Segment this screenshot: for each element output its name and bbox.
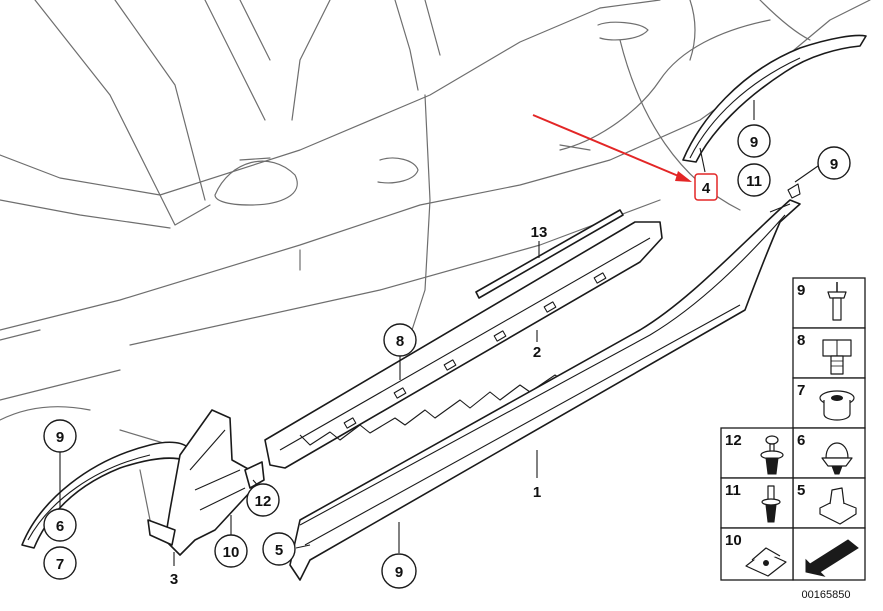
legend-cell-12[interactable]: 12 — [720, 427, 794, 479]
callout-label: 2 — [533, 344, 541, 361]
callout-part-12[interactable]: 12 — [246, 483, 280, 517]
callout-label: 9 — [56, 429, 64, 446]
callout-label: 11 — [746, 173, 762, 190]
legend-cell-arrow — [792, 527, 866, 581]
legend-number: 8 — [797, 332, 805, 349]
callout-label: 9 — [830, 156, 838, 173]
callout-part-8[interactable]: 8 — [383, 323, 417, 357]
callout-label: 6 — [56, 518, 64, 535]
callout-part-4[interactable]: 4 — [694, 173, 718, 201]
push-rivet-icon — [761, 485, 781, 523]
label-part-13[interactable]: 13 — [531, 224, 548, 241]
trim-strip — [475, 209, 624, 299]
legend-cell-7[interactable]: 7 — [792, 377, 866, 429]
legend-number: 9 — [797, 282, 805, 299]
callout-part-11-rear-arch[interactable]: 11 — [737, 163, 771, 197]
callout-part-9-bottom[interactable]: 9 — [381, 553, 417, 589]
car-body-outline — [0, 0, 871, 546]
label-part-1[interactable]: 1 — [533, 484, 541, 501]
label-part-2[interactable]: 2 — [533, 344, 541, 361]
callout-label: 7 — [56, 556, 64, 573]
direction-arrow-icon — [805, 539, 859, 577]
legend-cell-10[interactable]: 10 — [720, 527, 794, 581]
callout-part-10[interactable]: 10 — [214, 534, 248, 568]
highlight-arrow — [532, 114, 692, 182]
legend-cell-6[interactable]: 6 — [792, 427, 866, 479]
callout-label: 4 — [702, 180, 711, 197]
callout-part-5[interactable]: 5 — [262, 532, 296, 566]
rubber-grommet-icon — [821, 442, 853, 475]
callout-label: 12 — [255, 493, 272, 510]
legend-number: 11 — [725, 482, 741, 499]
callout-label: 9 — [750, 134, 758, 151]
callout-part-9-rear-arch[interactable]: 9 — [737, 124, 771, 158]
rear-wheel-arch-trim — [682, 34, 867, 163]
callout-label: 13 — [531, 224, 548, 241]
label-part-3[interactable]: 3 — [170, 571, 178, 588]
diagram-id: 00165850 — [802, 589, 851, 601]
hex-bolt-icon — [822, 339, 852, 375]
expansion-nut-icon — [819, 390, 855, 421]
legend-number: 7 — [797, 382, 805, 399]
callout-part-6[interactable]: 6 — [43, 508, 77, 542]
callout-label: 1 — [533, 484, 541, 501]
clip-nut-icon — [819, 487, 857, 525]
legend-number: 10 — [725, 532, 742, 549]
side-sill-panel — [289, 183, 801, 581]
legend-number: 6 — [797, 432, 805, 449]
callout-part-9-rear-end[interactable]: 9 — [817, 146, 851, 180]
callout-label: 8 — [396, 333, 404, 350]
legend-cell-9[interactable]: 9 — [792, 277, 866, 329]
legend-cell-11[interactable]: 11 — [720, 477, 794, 529]
legend-cell-8[interactable]: 8 — [792, 327, 866, 379]
front-bracket-assembly — [147, 409, 265, 556]
spring-nut-icon — [745, 547, 787, 577]
callout-label: 9 — [395, 564, 403, 581]
fastener-legend: 9 8 7 — [720, 277, 866, 581]
callout-label: 10 — [223, 544, 240, 561]
callout-part-9-front-arch[interactable]: 9 — [43, 419, 77, 453]
callout-label: 3 — [170, 571, 178, 588]
callout-part-7[interactable]: 7 — [43, 546, 77, 580]
blind-rivet-icon — [827, 282, 847, 321]
expanding-rivet-icon — [760, 435, 784, 475]
callout-label: 5 — [275, 542, 283, 559]
legend-number: 12 — [725, 432, 742, 449]
legend-number: 5 — [797, 482, 805, 499]
legend-cell-5[interactable]: 5 — [792, 477, 866, 529]
